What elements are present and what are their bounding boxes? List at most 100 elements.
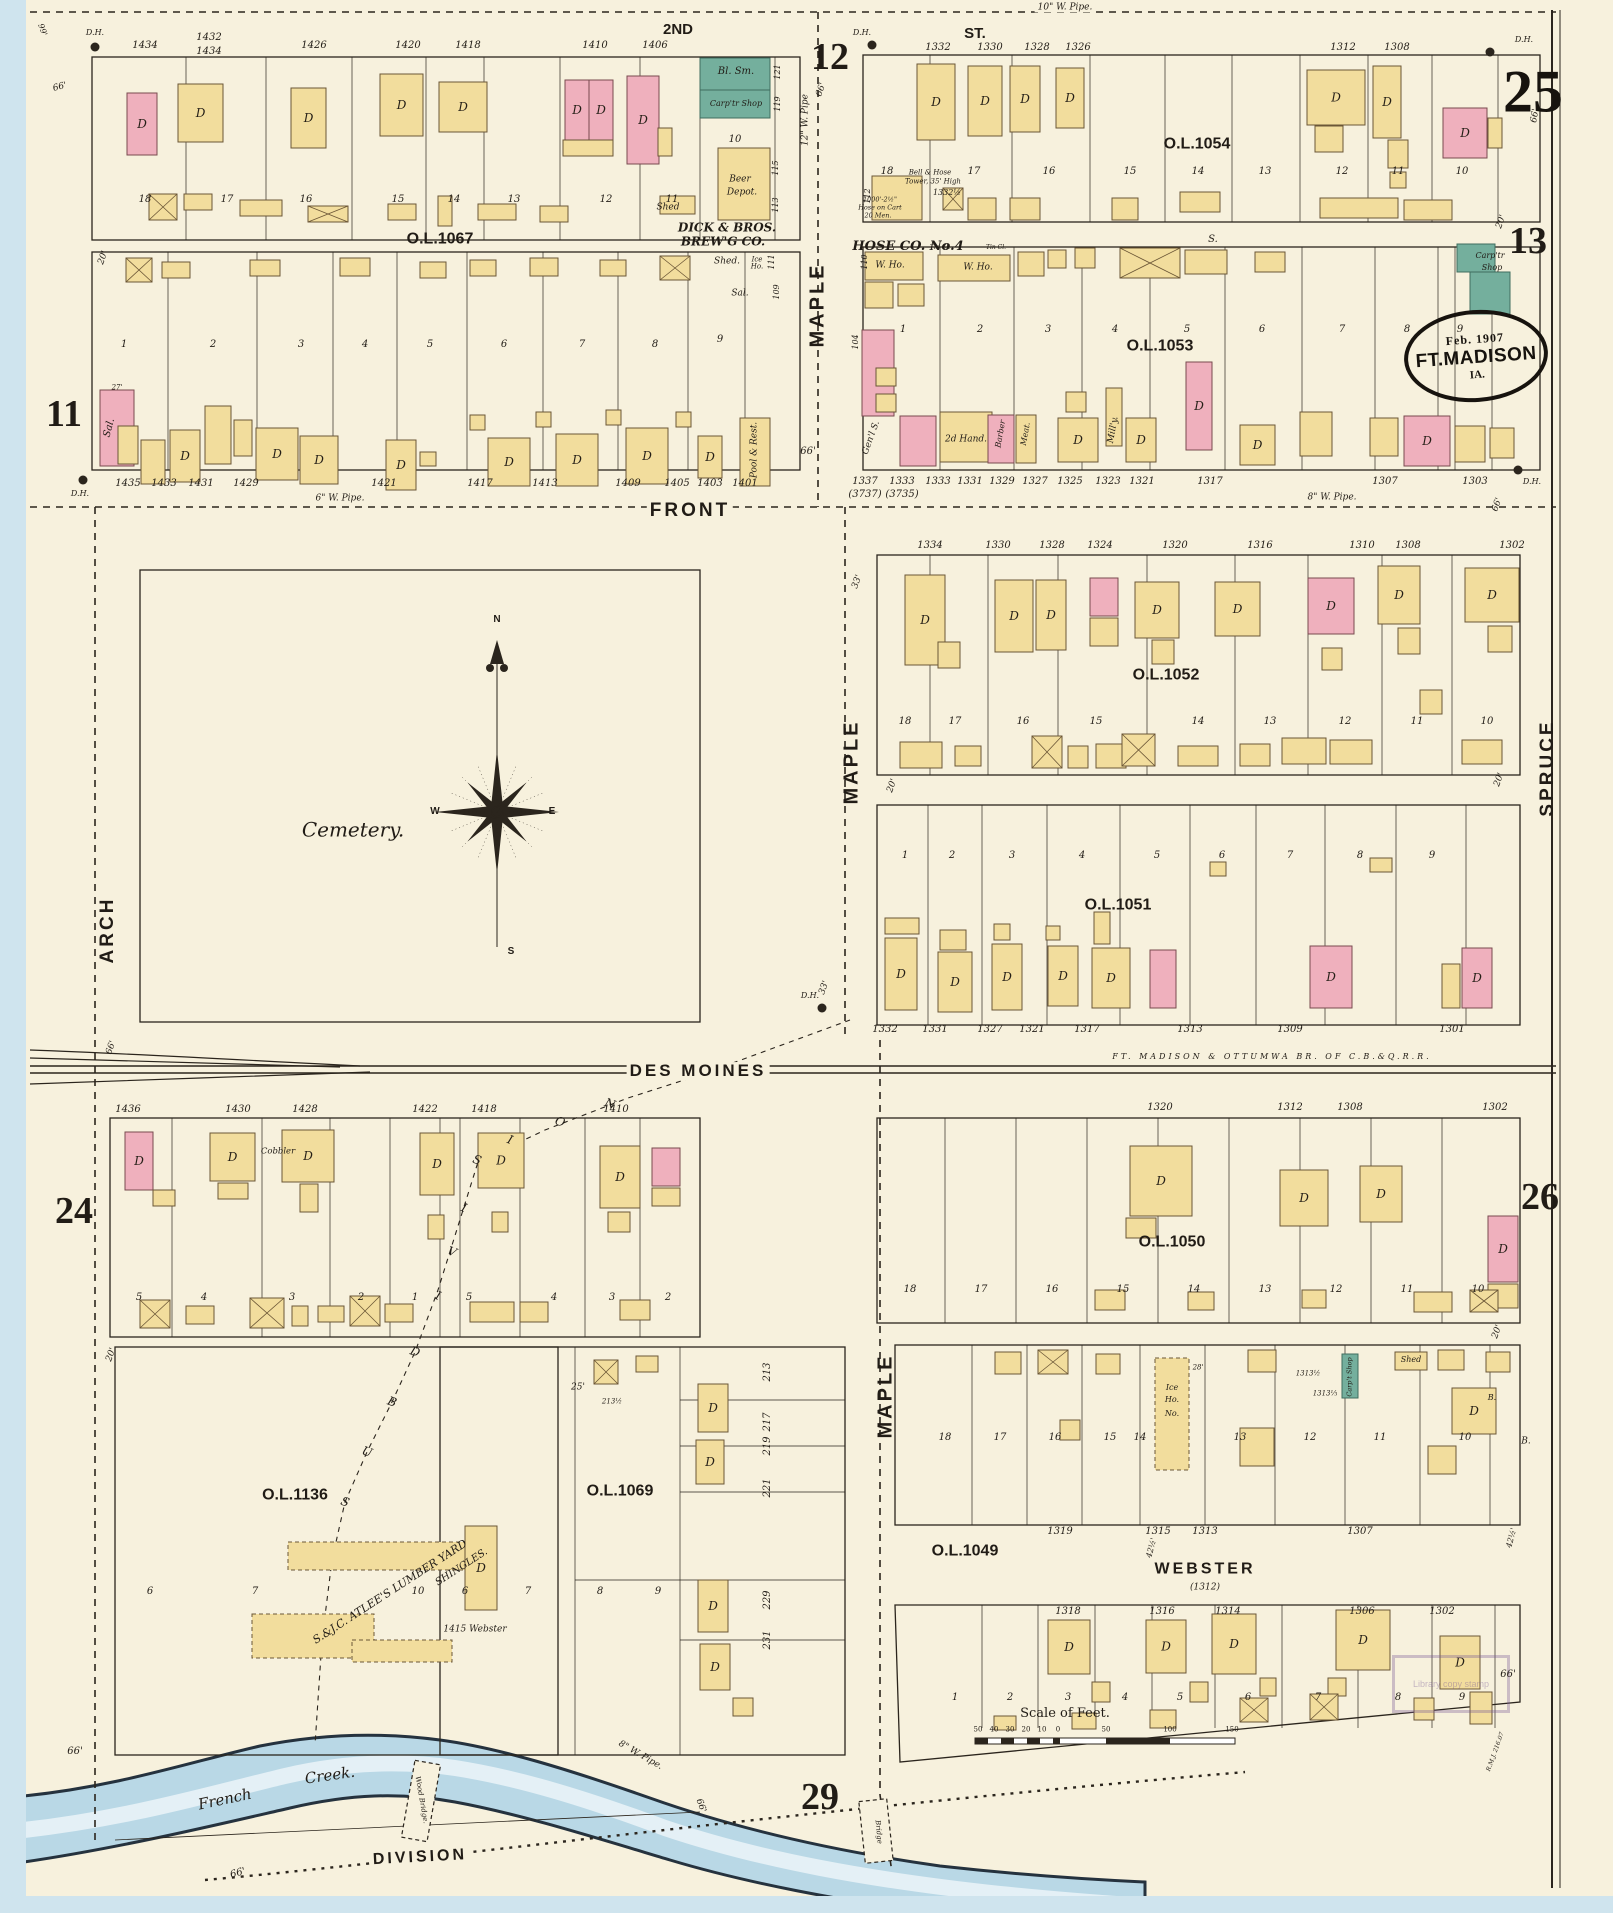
building <box>209 1132 256 1182</box>
building-cross <box>1119 247 1181 279</box>
outlot-label: O.L.1053 <box>1126 337 1194 355</box>
building <box>697 1383 729 1433</box>
scale-bar-segment <box>1053 1738 1060 1744</box>
house-number: 1410 <box>603 1103 629 1115</box>
building <box>675 411 692 428</box>
dwelling-label: D <box>614 1170 625 1184</box>
compass-ray <box>497 805 559 819</box>
building <box>1469 1691 1493 1725</box>
house-number: (3737) <box>848 488 882 500</box>
dwelling-label: D <box>1019 92 1030 106</box>
house-number: (3735) <box>885 488 919 500</box>
street-label: FRONT <box>646 501 734 521</box>
map-annotation: 1313½ <box>1295 1369 1321 1378</box>
building <box>1372 65 1402 139</box>
building <box>1125 417 1157 463</box>
double-hydrant-dot <box>1485 47 1495 57</box>
lot-number: 8 <box>651 338 659 350</box>
house-number: 1327 <box>977 1023 1003 1035</box>
building <box>1185 361 1213 451</box>
lot-number: 7 <box>1338 323 1346 335</box>
map-annotation: 12" W. Pipe <box>800 94 811 146</box>
building <box>287 1541 471 1571</box>
lot-number: 6 <box>500 338 508 350</box>
building <box>387 203 417 221</box>
building <box>599 259 627 277</box>
building <box>993 923 1011 941</box>
building <box>864 251 924 281</box>
map-annotation: 27' <box>111 383 123 392</box>
building-cross <box>1309 1693 1339 1721</box>
lot-number: 7 <box>251 1585 259 1597</box>
house-number: 1321 <box>1129 475 1155 487</box>
outlot-label: O.L.1052 <box>1132 666 1200 684</box>
outlot-label: O.L.1051 <box>1084 896 1152 914</box>
building <box>657 127 673 157</box>
map-annotation: 110 <box>859 254 869 270</box>
compass-fleur-icon <box>500 664 508 672</box>
house-number: 1333 <box>889 475 915 487</box>
building <box>169 429 201 483</box>
lot-number: 12 <box>599 193 613 205</box>
house-number: 1325 <box>1057 475 1083 487</box>
building-cross <box>1239 1697 1269 1723</box>
house-number: 1315 <box>1145 1525 1171 1537</box>
building-cross <box>1469 1289 1499 1313</box>
lot-number: 8 <box>596 1585 604 1597</box>
dwelling-label: D <box>637 113 648 127</box>
lot-number: 8 <box>1403 323 1411 335</box>
lot-number: 7 <box>1314 1691 1322 1703</box>
building <box>385 439 417 491</box>
lot-number: 6 <box>146 1585 154 1597</box>
house-number: 1301 <box>1439 1023 1465 1035</box>
lot-number: 13 <box>1258 165 1272 177</box>
building <box>991 943 1023 1011</box>
lot-number: 18 <box>898 715 912 727</box>
lot-number: 6 <box>461 1585 469 1597</box>
building <box>1065 391 1087 413</box>
building <box>967 65 1003 137</box>
dwelling-label: D <box>1421 434 1432 448</box>
street-label: Cemetery. <box>301 817 405 842</box>
building <box>1487 625 1513 653</box>
map-annotation: B. <box>1487 1392 1497 1402</box>
map-annotation: 213½ <box>601 1397 623 1406</box>
map-annotation: Shop <box>1481 262 1503 272</box>
dwelling-label: D <box>1252 438 1263 452</box>
building <box>699 57 771 91</box>
building <box>699 89 771 119</box>
map-annotation: W. Ho. <box>875 260 905 271</box>
scale-tick-label: 30 <box>1005 1725 1015 1734</box>
building <box>1454 425 1486 463</box>
double-hydrant-dot <box>817 1003 827 1013</box>
block-outline <box>862 54 1541 223</box>
house-number: 1406 <box>642 39 668 51</box>
house-number: 1334 <box>917 539 943 551</box>
lot-number: 6 <box>1258 323 1266 335</box>
dwelling-label: D <box>302 1149 313 1163</box>
building <box>1045 925 1061 941</box>
outlot-label: O.L.1054 <box>1163 135 1231 153</box>
building <box>1413 1697 1435 1721</box>
building <box>651 1187 681 1207</box>
dwelling-label: D <box>503 455 514 469</box>
building <box>299 435 339 485</box>
map-annotation: Ho. <box>1164 1394 1180 1404</box>
building <box>177 83 224 143</box>
house-number: 1422 <box>412 1103 438 1115</box>
compass-hub <box>491 806 503 818</box>
lot-number: 1 <box>951 1691 959 1703</box>
building <box>897 283 925 307</box>
map-annotation: 111 <box>766 254 776 270</box>
building <box>339 257 371 277</box>
building <box>464 1525 498 1611</box>
lot-number: 7 <box>578 338 586 350</box>
map-annotation: 6" W. Pipe. <box>312 493 368 504</box>
lot-number: 11 <box>1391 165 1405 177</box>
building <box>239 199 283 217</box>
building <box>884 917 920 935</box>
house-number: 1418 <box>471 1103 497 1115</box>
lot-number: 1 <box>120 338 128 350</box>
lot-number: 9 <box>716 333 724 345</box>
lot-number: 17 <box>967 165 981 177</box>
